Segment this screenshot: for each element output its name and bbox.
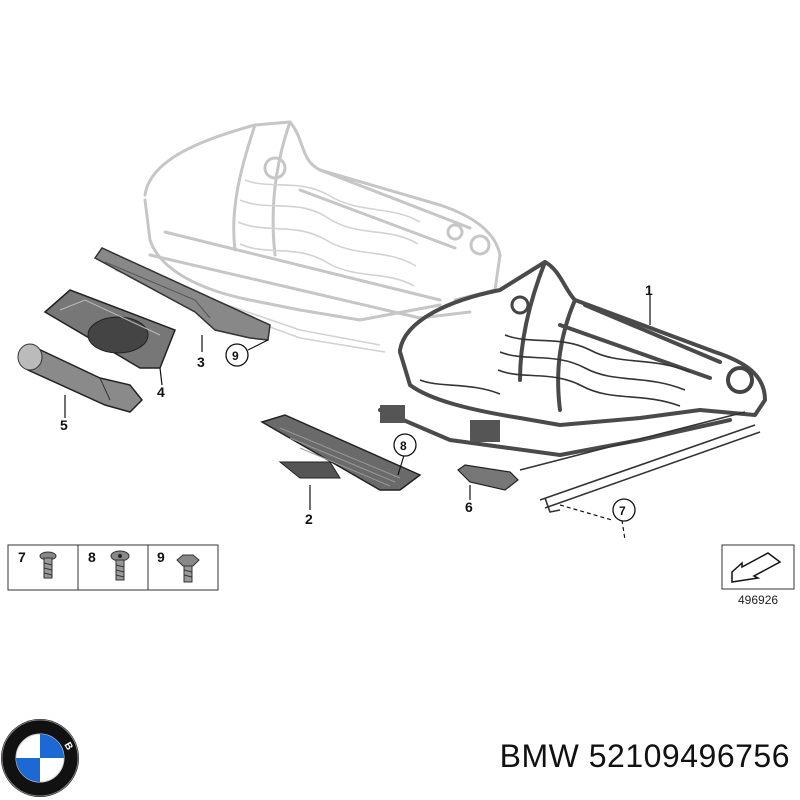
fastener-cell-7: 7: [18, 549, 57, 579]
screw-icon: [39, 551, 57, 579]
callout-7-circle: [612, 498, 636, 522]
fastener-number-8: 8: [88, 549, 96, 565]
reference-number: 496926: [738, 593, 778, 607]
callout-1: 1: [645, 282, 653, 298]
part-number-caption: BMW 52109496756: [499, 738, 790, 774]
callout-9: 9: [232, 349, 239, 363]
part-6-bracket: [457, 464, 519, 491]
callout-8-circle: [393, 433, 417, 457]
leader-lines: [64, 295, 651, 541]
callout-6: 6: [465, 499, 473, 515]
part-2-seat-pan-trim: [260, 414, 422, 491]
callout-2: 2: [305, 511, 313, 527]
flange-bolt-icon: [176, 554, 200, 583]
direction-symbol-box: [721, 544, 795, 590]
fastener-number-9: 9: [157, 549, 165, 565]
callout-9-circle: [225, 343, 249, 367]
torx-screw-icon: [110, 550, 130, 581]
callout-7: 7: [619, 504, 626, 518]
part-3-side-panel: [93, 247, 271, 341]
fastener-cell-8: 8: [88, 549, 130, 581]
fastener-table: 7 8 9: [7, 544, 219, 591]
callout-5: 5: [60, 417, 68, 433]
part-4-housing-cover: [43, 289, 176, 369]
part-1-seat-frame: [378, 260, 767, 513]
callout-4: 4: [157, 384, 165, 400]
fastener-cell-9: 9: [157, 549, 200, 583]
callout-8: 8: [400, 439, 407, 453]
callout-3: 3: [197, 354, 205, 370]
arrow-icon: [731, 552, 782, 583]
part-5-cylinder-cover: [17, 343, 144, 413]
bmw-logo: BMW: [0, 0, 79, 797]
ghost-seat-frame: [109, 120, 502, 353]
fastener-number-7: 7: [18, 549, 26, 565]
